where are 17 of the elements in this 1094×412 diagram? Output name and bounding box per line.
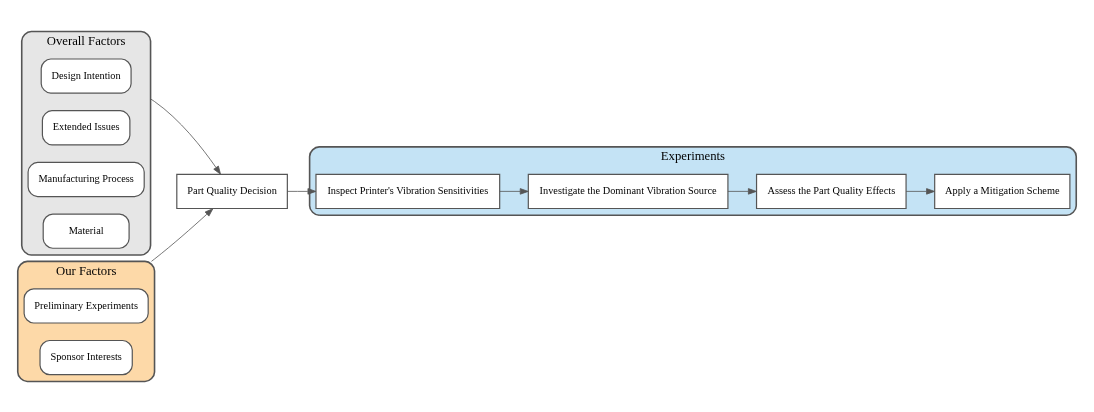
arrow [150,98,221,175]
node-box: Part Quality Decision [176,173,288,209]
node-box: Material [42,212,130,249]
node-box: Sponsor Interests [39,339,133,375]
node-box: Investigate the Dominant Vibration Source [527,173,729,209]
arrow [287,187,317,195]
arrow [499,187,529,195]
node-box: Design Intention [40,57,132,94]
node-box: Extended Issues [41,109,131,145]
arrow [727,187,757,195]
arrow [151,207,214,262]
node-box: Assess the Part Quality Effects [755,173,907,209]
node-box: Apply a Mitigation Scheme [934,173,1071,209]
node-box: Manufacturing Process [27,161,145,197]
node-box: Inspect Printer's Vibration Sensitivities [315,173,501,209]
node-box: Preliminary Experiments [23,287,149,324]
arrow [905,187,935,195]
